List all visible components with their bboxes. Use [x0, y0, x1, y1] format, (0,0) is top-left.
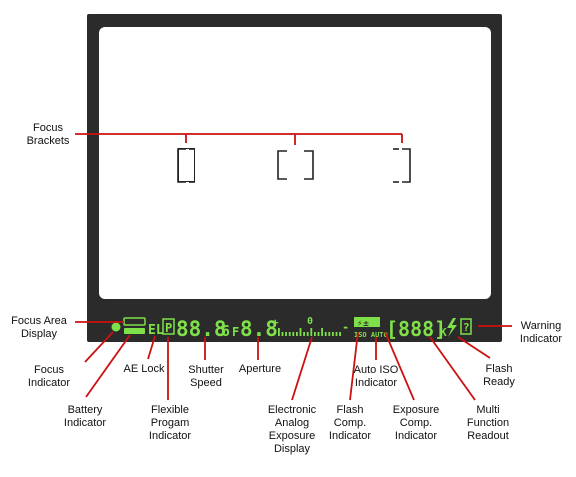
- exposure-scale-tick: [310, 328, 313, 336]
- focus-bracket-left-shape: [177, 148, 186, 183]
- label-focus-indicator: Focus Indicator: [27, 364, 71, 389]
- label-exposure-comp-indicator: Exposure Comp. Indicator: [392, 404, 440, 442]
- label-focus-brackets: Focus Brackets: [26, 122, 70, 147]
- exposure-scale-tick: [314, 332, 316, 336]
- label-ae-lock: AE Lock: [123, 363, 165, 375]
- label-aperture: Aperture: [238, 363, 282, 375]
- label-flash-comp-indicator: Flash Comp. Indicator: [328, 404, 372, 442]
- exposure-scale-tick: [317, 332, 320, 336]
- label-flexible-program-indicator: Flexible Progam Indicator: [148, 404, 192, 442]
- shutter-digits: 88.8: [176, 317, 227, 341]
- exposure-plus: +: [272, 316, 279, 329]
- label-auto-iso-indicator: Auto ISO Indicator: [353, 364, 399, 389]
- ae-lock-glyph: EL: [148, 323, 164, 338]
- focus-indicator-dot: [111, 322, 121, 332]
- battery-icon: [124, 328, 145, 334]
- exposure-minus: -: [342, 320, 349, 334]
- exposure-scale-tick: [299, 328, 302, 336]
- viewfinder-lcd-strip: EL P 88.8 6 F 8.8 + 0 - ⚡± ISO AUTO [888…: [111, 316, 472, 341]
- exposure-scale-tick: [278, 328, 280, 336]
- label-battery-indicator: Battery Indicator: [63, 404, 107, 429]
- program-glyph: P: [165, 321, 172, 335]
- exposure-scale-tick: [285, 332, 287, 336]
- label-exposure-display: Electronic Analog Exposure Display: [267, 404, 317, 455]
- flash-ready-icon: [447, 318, 457, 337]
- flash-comp-icon: [354, 317, 380, 327]
- focus-area-icon: [123, 317, 146, 326]
- focus-bracket-center-shape: [277, 150, 287, 180]
- exposure-scale-tick: [324, 332, 327, 336]
- label-shutter-speed: Shutter Speed: [188, 364, 224, 389]
- k-glyph: K: [440, 326, 447, 339]
- exposure-scale-tick: [292, 332, 295, 336]
- shutter-suffix: 6: [221, 322, 230, 340]
- exposure-zero: 0: [307, 316, 313, 327]
- multi-function-readout-digits: [888]: [386, 317, 446, 341]
- flash-comp-glyph: ⚡±: [357, 319, 369, 328]
- exposure-scale-tick: [303, 332, 305, 336]
- exposure-scale-tick: [332, 332, 334, 336]
- exposure-scale-tick: [306, 332, 309, 336]
- exposure-scale-tick: [328, 332, 331, 336]
- warning-glyph: ?: [463, 321, 470, 334]
- aperture-f-glyph: F: [232, 325, 239, 339]
- focus-bracket-right-shape: [402, 148, 411, 183]
- viewfinder-screen: [99, 27, 491, 299]
- aperture-digits: 8.8: [240, 317, 278, 341]
- iso-auto-glyph: ISO AUTO: [354, 331, 388, 339]
- label-focus-area-display: Focus Area Display: [11, 315, 67, 340]
- exposure-scale-tick: [321, 328, 323, 336]
- warning-box: [460, 318, 472, 335]
- exposure-scale-tick: [339, 332, 341, 336]
- exposure-scale: [278, 328, 341, 336]
- label-warning-indicator: Warning Indicator: [519, 320, 563, 345]
- exposure-scale-tick: [281, 332, 284, 336]
- focus-bracket-left: [178, 148, 195, 182]
- label-multi-function-readout: Multi Function Readout: [466, 404, 510, 442]
- exposure-scale-tick: [288, 332, 291, 336]
- exposure-scale-tick: [335, 332, 338, 336]
- program-box: [162, 318, 175, 335]
- exposure-scale-tick: [296, 332, 298, 336]
- label-flash-ready: Flash Ready: [483, 363, 515, 388]
